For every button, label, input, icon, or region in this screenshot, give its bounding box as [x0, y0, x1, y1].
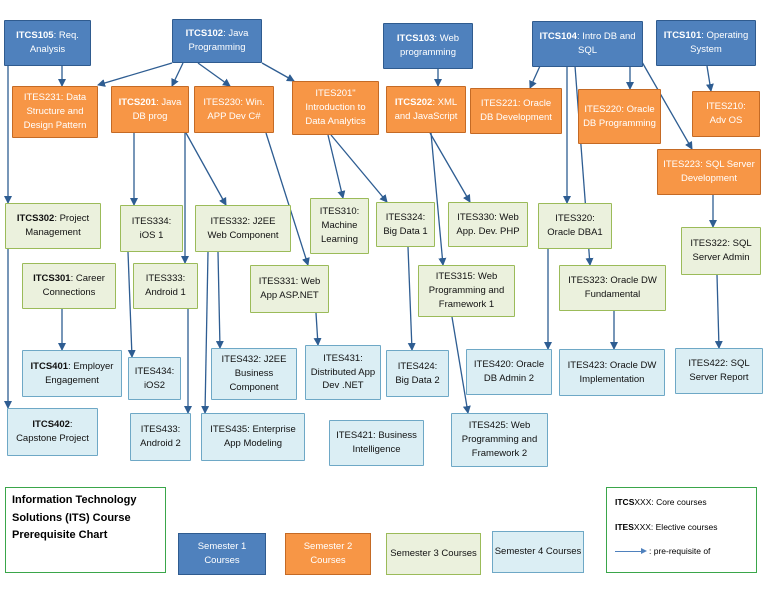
arrow-ites201s-ites324: [330, 134, 388, 203]
arrow-ites322-ites422: [714, 274, 723, 349]
legend-elective: ITESXXX: Elective courses: [615, 522, 718, 532]
course-ites221: ITES221: Oracle DB Development: [470, 88, 562, 134]
course-ites431: ITES431: Distributed App Dev .NET: [305, 345, 381, 400]
legend-semester-3: Semester 3 Courses: [386, 533, 481, 575]
arrow-itcs102-ites231: [97, 62, 173, 87]
course-itcs301: ITCS301: Career Connections: [22, 263, 116, 309]
course-itcs202: ITCS202: XML and JavaScript: [386, 86, 466, 133]
arrow-itcs101-ites210: [705, 65, 714, 92]
legend-key: ITCSXXX: Core courses ITESXXX: Elective …: [606, 487, 757, 573]
arrow-ites324-ites424: [407, 246, 416, 351]
course-itcs104: ITCS104: Intro DB and SQL: [532, 21, 643, 67]
course-ites201s: ITES201" Introduction to Data Analytics: [292, 81, 379, 135]
course-ites334: ITES334: iOS 1: [120, 205, 183, 252]
arrow-ites201s-ites310: [327, 134, 346, 199]
course-ites333: ITES333: Android 1: [133, 263, 198, 309]
arrow-itcs104-ites221: [529, 65, 541, 89]
course-ites422: ITES422: SQL Server Report: [675, 348, 763, 394]
course-ites425: ITES425: Web Programming and Framework 2: [451, 413, 548, 467]
course-ites330: ITES330: Web App. Dev. PHP: [448, 202, 528, 247]
course-ites421: ITES421: Business Intelligence: [329, 420, 424, 466]
course-itcs102: ITCS102: Java Programming: [172, 19, 262, 63]
arrow-ites332-ites432: [215, 251, 224, 349]
arrow-itcs202-ites330: [429, 132, 471, 203]
course-ites435: ITES435: Enterprise App Modeling: [201, 413, 305, 461]
course-ites423: ITES423: Oracle DW Implementation: [559, 349, 665, 396]
course-itcs302: ITCS302: Project Management: [5, 203, 101, 249]
legend-semester-1: Semester 1 Courses: [178, 533, 266, 575]
course-ites332: ITES332: J2EE Web Component: [195, 205, 291, 252]
course-ites223: ITES223: SQL Server Development: [657, 149, 761, 195]
arrow-ites332-ites435: [201, 251, 210, 414]
course-itcs105: ITCS105: Req. Analysis: [4, 20, 91, 66]
course-ites433: ITES433: Android 2: [130, 413, 191, 461]
course-itcs103: ITCS103: Web programming: [383, 23, 473, 69]
course-ites320: ITES320: Oracle DBA1: [538, 203, 612, 249]
course-itcs201: ITCS201: Java DB prog: [111, 86, 189, 133]
legend-arrow: : pre-requisite of: [615, 546, 710, 556]
course-itcs402: ITCS402: Capstone Project: [7, 408, 98, 456]
course-ites231: ITES231: Data Structure and Design Patte…: [12, 86, 98, 138]
course-ites230: ITES230: Win. APP Dev C#: [194, 86, 274, 133]
legend-semester-4: Semester 4 Courses: [492, 531, 584, 573]
course-itcs101: ITCS101: Operating System: [656, 20, 756, 66]
course-ites315: ITES315: Web Programming and Framework 1: [418, 265, 515, 317]
arrow-icon: [615, 547, 647, 554]
course-ites324: ITES324: Big Data 1: [376, 202, 435, 247]
course-ites420: ITES420: Oracle DB Admin 2: [466, 349, 552, 395]
course-ites210: ITES210: Adv OS: [692, 91, 760, 137]
chart-title: Information Technology Solutions (ITS) C…: [5, 487, 166, 573]
course-ites432: ITES432: J2EE Business Component: [211, 348, 297, 400]
arrow-itcs102-ites201s: [261, 62, 295, 82]
arrow-ites334-ites434: [127, 251, 136, 358]
course-ites331: ITES331: Web App ASP.NET: [250, 265, 329, 313]
arrow-itcs102-ites230: [197, 62, 231, 87]
arrow-itcs201-ites332: [185, 132, 227, 206]
course-ites323: ITES323: Oracle DW Fundamental: [559, 265, 666, 311]
course-itcs401: ITCS401: Employer Engagement: [22, 350, 122, 397]
course-ites310: ITES310: Machine Learning: [310, 198, 369, 254]
legend-core: ITCSXXX: Core courses: [615, 497, 707, 507]
course-ites322: ITES322: SQL Server Admin: [681, 227, 761, 275]
arrow-itcs102-itcs201: [171, 62, 184, 87]
legend-semester-2: Semester 2 Courses: [285, 533, 371, 575]
arrow-ites331-ites431: [313, 312, 322, 346]
course-ites434: ITES434: iOS2: [128, 357, 181, 400]
course-ites220: ITES220: Oracle DB Programming: [578, 89, 661, 144]
course-ites424: ITES424: Big Data 2: [386, 350, 449, 397]
